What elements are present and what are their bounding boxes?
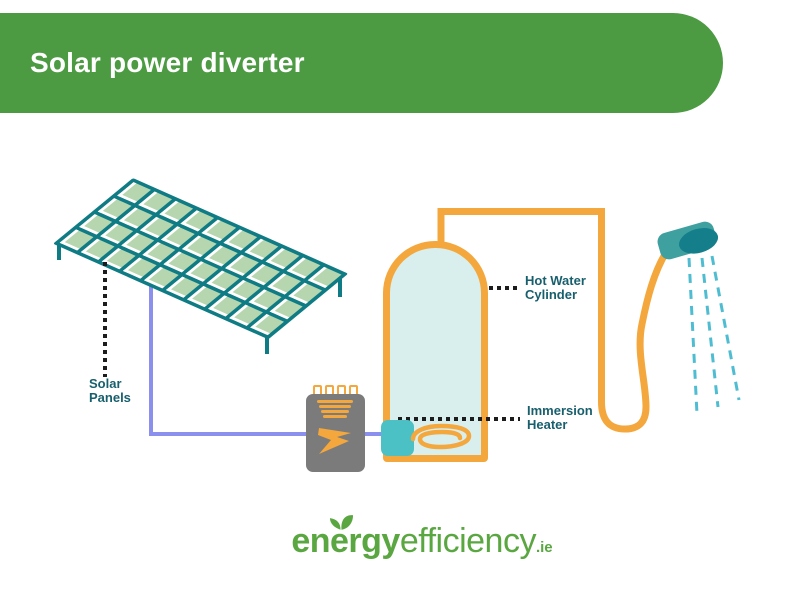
label-line: Hot Water (525, 273, 586, 288)
header-banner: Solar power diverter (0, 13, 723, 113)
pointer-immersion-heater (398, 417, 520, 421)
logo-tld: .ie (535, 539, 553, 556)
logo-text-light: efficiency (399, 522, 537, 560)
brand-logo: energy efficiency .ie (22, 515, 800, 561)
panel-leg (265, 329, 269, 354)
pv-cable-vertical (149, 277, 153, 436)
immersion-heater-icon (381, 420, 414, 456)
panel-leg (57, 241, 61, 260)
label-hot-water-cylinder: Hot Water Cylinder (525, 274, 586, 302)
diverter-stripe (321, 410, 349, 413)
panel-leg (338, 271, 342, 297)
diverter-stripe (323, 415, 347, 418)
diverter-cable-to-heater (362, 432, 384, 436)
label-solar-panels: Solar Panels (89, 377, 131, 405)
water-spray-icon (687, 255, 741, 415)
label-line: Heater (527, 417, 568, 432)
logo-text-bold: energy (291, 515, 400, 561)
pointer-solar-panels (103, 262, 107, 377)
label-line: Panels (89, 390, 131, 405)
diverter-stripe (317, 400, 353, 403)
label-line: Cylinder (525, 287, 578, 302)
label-line: Immersion (527, 403, 593, 418)
shower-head-icon (655, 219, 722, 262)
leaf-icon (330, 515, 354, 530)
label-immersion-heater: Immersion Heater (527, 404, 593, 432)
label-line: Solar (89, 376, 122, 391)
page-title: Solar power diverter (30, 47, 305, 78)
shower-face-icon (676, 223, 722, 258)
pv-cable-to-diverter (149, 432, 310, 436)
pointer-hot-water-cylinder (489, 286, 521, 290)
solar-panel-icon (52, 178, 349, 340)
diverter-stripe (319, 405, 351, 408)
